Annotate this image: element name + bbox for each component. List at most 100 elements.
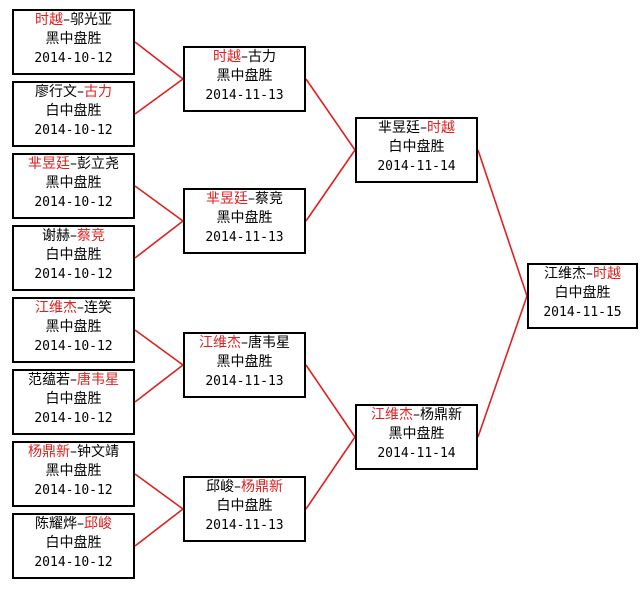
player-2-name: 蔡竞: [77, 228, 105, 244]
player-2-name: 钟文靖: [77, 444, 119, 460]
match-players: 谢赫–蔡竞: [14, 227, 133, 246]
match-result: 白中盘胜: [45, 391, 102, 407]
match-result: 白中盘胜: [554, 285, 611, 301]
connector-line: [305, 364, 356, 438]
match-result: 白中盘胜: [45, 103, 102, 119]
match-date: 2014-10-12: [34, 123, 113, 138]
match-result: 白中盘胜: [45, 535, 102, 551]
match-date: 2014-11-15: [543, 305, 622, 320]
player-separator: –: [241, 49, 248, 65]
match-players: 芈昱廷–彭立尧: [14, 155, 133, 174]
match-result: 白中盘胜: [388, 139, 445, 155]
player-2-name: 杨鼎新: [241, 479, 283, 495]
match-players: 时越–古力: [185, 48, 304, 67]
player-separator: –: [77, 516, 84, 532]
player-2-name: 古力: [248, 49, 276, 65]
match-result: 白中盘胜: [45, 247, 102, 263]
player-1-name: 时越: [213, 49, 241, 65]
match-date: 2014-10-12: [34, 267, 113, 282]
player-separator: –: [70, 372, 77, 388]
player-1-name: 江维杰: [35, 300, 77, 316]
match-result: 黑中盘胜: [45, 31, 102, 47]
match-players: 江维杰–连笑: [14, 299, 133, 318]
match-date: 2014-10-12: [34, 555, 113, 570]
connector-line: [134, 364, 184, 403]
match-box-round1-7: 杨鼎新–钟文靖黑中盘胜 2014-10-12: [12, 441, 135, 507]
player-separator: –: [77, 84, 84, 100]
player-separator: –: [586, 266, 593, 282]
match-box-round1-6: 范蕴若–唐韦星白中盘胜 2014-10-12: [12, 369, 135, 435]
match-players: 廖行文–古力: [14, 83, 133, 102]
connector-line: [134, 329, 184, 366]
player-1-name: 芈昱廷: [378, 120, 420, 136]
match-result: 黑中盘胜: [388, 426, 445, 442]
player-1-name: 江维杰: [199, 335, 241, 351]
connector-line: [477, 149, 528, 297]
player-2-name: 时越: [427, 120, 455, 136]
player-1-name: 芈昱廷: [28, 156, 70, 172]
player-1-name: 陈耀烨: [35, 516, 77, 532]
connector-line: [134, 508, 184, 547]
match-date: 2014-10-12: [34, 195, 113, 210]
player-1-name: 江维杰: [371, 407, 413, 423]
player-2-name: 时越: [593, 266, 621, 282]
match-result: 黑中盘胜: [45, 175, 102, 191]
player-2-name: 杨鼎新: [420, 407, 462, 423]
match-box-round1-1: 时越–邬光亚黑中盘胜 2014-10-12: [12, 9, 135, 75]
player-separator: –: [70, 444, 77, 460]
match-result: 黑中盘胜: [216, 354, 273, 370]
match-players: 范蕴若–唐韦星: [14, 371, 133, 390]
player-separator: –: [234, 479, 241, 495]
match-result: 黑中盘胜: [45, 463, 102, 479]
connector-line: [305, 78, 356, 151]
player-separator: –: [248, 191, 255, 207]
player-1-name: 廖行文: [35, 84, 77, 100]
player-1-name: 时越: [35, 12, 63, 28]
player-separator: –: [70, 156, 77, 172]
player-2-name: 唐韦星: [248, 335, 290, 351]
connector-line: [305, 436, 356, 510]
match-players: 芈昱廷–时越: [357, 119, 476, 138]
match-result: 白中盘胜: [216, 498, 273, 514]
player-separator: –: [420, 120, 427, 136]
match-box-round4-1: 江维杰–时越白中盘胜 2014-11-15: [527, 263, 638, 329]
player-1-name: 江维杰: [544, 266, 586, 282]
connector-line: [134, 185, 184, 222]
match-result: 黑中盘胜: [45, 319, 102, 335]
match-box-round1-5: 江维杰–连笑黑中盘胜 2014-10-12: [12, 297, 135, 363]
match-players: 邱峻–杨鼎新: [185, 478, 304, 497]
match-date: 2014-10-12: [34, 51, 113, 66]
match-players: 芈昱廷–蔡竞: [185, 190, 304, 209]
player-1-name: 谢赫: [42, 228, 70, 244]
player-separator: –: [241, 335, 248, 351]
connector-line: [134, 41, 184, 80]
player-separator: –: [77, 300, 84, 316]
connector-line: [477, 295, 528, 438]
player-2-name: 蔡竞: [255, 191, 283, 207]
match-date: 2014-10-12: [34, 411, 113, 426]
match-players: 时越–邬光亚: [14, 11, 133, 30]
player-separator: –: [70, 228, 77, 244]
match-date: 2014-11-13: [205, 374, 284, 389]
player-2-name: 唐韦星: [77, 372, 119, 388]
match-date: 2014-11-13: [205, 230, 284, 245]
player-2-name: 彭立尧: [77, 156, 119, 172]
match-date: 2014-10-12: [34, 483, 113, 498]
connector-line: [305, 149, 356, 222]
match-players: 江维杰–唐韦星: [185, 334, 304, 353]
player-1-name: 杨鼎新: [28, 444, 70, 460]
player-1-name: 邱峻: [206, 479, 234, 495]
match-date: 2014-11-14: [377, 159, 456, 174]
match-date: 2014-10-12: [34, 339, 113, 354]
match-result: 黑中盘胜: [216, 68, 273, 84]
player-2-name: 古力: [84, 84, 112, 100]
